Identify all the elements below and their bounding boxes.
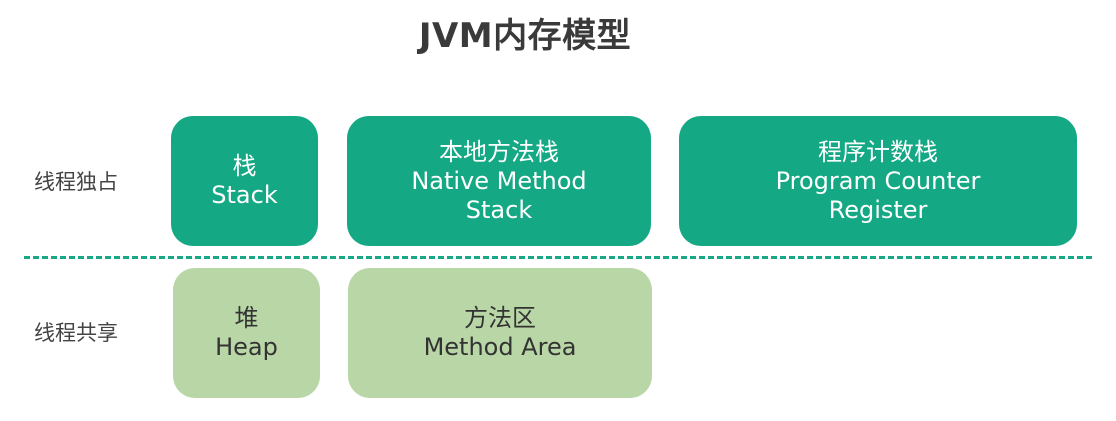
- program-counter-box-en-1: Program Counter: [775, 166, 981, 195]
- heap-box-cn: 堆: [234, 304, 259, 332]
- diagram-title: JVM内存模型: [418, 16, 632, 56]
- stack-box: 栈 Stack: [171, 116, 318, 246]
- heap-box: 堆 Heap: [173, 268, 320, 398]
- program-counter-box-en-2: Register: [828, 195, 928, 224]
- row-label-thread-shared: 线程共享: [34, 321, 118, 345]
- native-method-stack-box-en-1: Native Method: [411, 166, 587, 195]
- method-area-box-en: Method Area: [423, 333, 577, 361]
- program-counter-box-cn: 程序计数栈: [818, 137, 938, 166]
- method-area-box: 方法区 Method Area: [348, 268, 652, 398]
- program-counter-register-box: 程序计数栈 Program Counter Register: [679, 116, 1077, 246]
- stack-box-cn: 栈: [232, 152, 257, 180]
- method-area-box-cn: 方法区: [464, 304, 536, 332]
- row-divider: [24, 256, 1092, 259]
- native-method-stack-box: 本地方法栈 Native Method Stack: [347, 116, 651, 246]
- native-method-stack-box-cn: 本地方法栈: [439, 137, 559, 166]
- native-method-stack-box-en-2: Stack: [465, 195, 533, 224]
- heap-box-en: Heap: [215, 333, 278, 361]
- stack-box-en: Stack: [211, 181, 278, 209]
- row-label-thread-exclusive: 线程独占: [34, 170, 118, 194]
